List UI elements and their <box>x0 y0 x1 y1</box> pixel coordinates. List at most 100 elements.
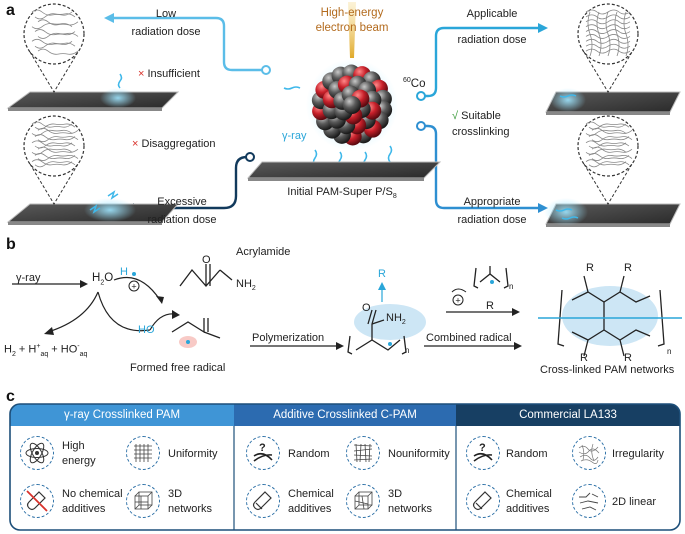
slab-top-left <box>6 91 180 111</box>
polymer-chain <box>37 32 79 39</box>
polymer-chain <box>37 154 79 161</box>
electron-beam <box>348 2 356 58</box>
c1-no-chemical: No chemical <box>62 488 123 500</box>
slab-initial <box>246 161 442 181</box>
polymer-chain <box>31 23 73 30</box>
header-la133: Commercial LA133 <box>519 409 617 421</box>
polymer-chain <box>588 153 630 160</box>
c1-3d: 3D <box>168 488 183 500</box>
polymer-chain <box>585 48 631 54</box>
c3-irregularity: Irregularity <box>612 448 664 460</box>
polymer-chain <box>591 154 633 161</box>
c3-additives: additives <box>506 503 550 515</box>
polymer-chain <box>37 19 79 26</box>
3d-network-icon <box>126 484 160 518</box>
b-acryl-o: O <box>202 254 211 266</box>
c2-nouniformity: Nouniformity <box>388 448 450 460</box>
panel-a-graphics <box>6 2 681 227</box>
polymer-chain <box>585 140 627 147</box>
b-combined-radical: Combined radical <box>426 332 512 344</box>
polymer-chain <box>585 19 631 25</box>
b-water-label: H2O <box>92 272 114 287</box>
polymer-chain <box>31 121 73 128</box>
grid-uniform-icon <box>126 436 160 470</box>
panel-label-c: c <box>6 388 15 405</box>
irregular-icon <box>572 436 606 470</box>
header-gamma-pam: γ-ray Crosslinked PAM <box>63 409 181 421</box>
polymer-chain <box>31 38 73 45</box>
c1-additives: additives <box>62 503 106 515</box>
b-r-top: R <box>378 268 386 280</box>
b-products: H2 + H+aq + HO-aq <box>4 343 88 358</box>
polymer-chain <box>585 14 631 20</box>
no-additive-icon <box>20 484 54 518</box>
crosslink-chain <box>623 11 629 57</box>
b-formed-radical: Formed free radical <box>130 362 226 374</box>
insufficient-label: × Insufficient <box>138 68 200 80</box>
appropriate-dose-arrow <box>424 124 540 210</box>
c2-networks: networks <box>388 503 433 515</box>
b-poly-n: n <box>405 346 410 355</box>
polymer-chain <box>591 136 633 143</box>
svg-text:+: + <box>455 296 460 306</box>
polymer-chain <box>585 38 631 44</box>
beam-label-2: electron beam <box>315 22 389 34</box>
panel-label-b: b <box>6 236 16 253</box>
low-dose-label-1: Low <box>155 8 177 20</box>
c3-random: Random <box>506 448 548 460</box>
b-acryl-nh2: NH2 <box>236 278 256 293</box>
b-ho-radical: HO <box>138 324 155 336</box>
beam-label-1: High-energy <box>320 7 384 19</box>
applicable-dose-label-2: radiation dose <box>457 34 527 46</box>
c1-energy: energy <box>62 455 96 467</box>
polymer-chain <box>585 121 627 128</box>
c2-additives: additives <box>288 503 332 515</box>
crosslink-chain <box>587 11 593 57</box>
polymer-chain <box>34 13 76 20</box>
polymer-chain <box>37 48 79 55</box>
polymer-chain <box>31 140 73 147</box>
linear-icon <box>572 484 606 518</box>
polymer-chain <box>585 159 627 166</box>
polymer-chain <box>34 134 76 141</box>
initial-slab-label: Initial PAM-Super P/S8 <box>287 186 397 201</box>
excessive-dose-label-1: Excessive <box>157 196 207 208</box>
applicable-dose-arrow <box>424 26 540 98</box>
excessive-dose-arrow <box>132 155 248 210</box>
c3-2d-linear: 2D linear <box>612 496 657 508</box>
chemical-icon <box>466 484 500 518</box>
suitable-label-2: crosslinking <box>452 126 510 138</box>
polymer-chain <box>34 153 76 160</box>
polymer-chain <box>34 161 76 168</box>
c1-networks: networks <box>168 503 213 515</box>
b-networks-label: Cross-linked PAM networks <box>540 364 675 376</box>
panel-label-a: a <box>6 2 15 19</box>
header-c-pam: Additive Crosslinked C-PAM <box>273 409 417 421</box>
b-acrylamide-label: Acrylamide <box>236 246 291 258</box>
low-dose-label-2: radiation dose <box>131 26 201 38</box>
panel-c-table-frame <box>9 403 681 531</box>
panel-b-scheme: + + <box>12 264 682 357</box>
c1-high: High <box>62 440 85 452</box>
polymer-chain <box>591 127 633 134</box>
b-gamma-label: γ-ray <box>16 272 41 284</box>
b-net-r4: R <box>624 352 632 364</box>
svg-text:?: ? <box>479 442 486 454</box>
cobalt-60-sphere <box>306 59 398 151</box>
polymer-chain <box>31 159 73 166</box>
b-net-r2: R <box>624 262 632 274</box>
c2-3d: 3D <box>388 488 403 500</box>
appropriate-dose-label-1: Appropriate <box>463 196 521 208</box>
polymer-chain <box>37 136 79 143</box>
random-icon: ? <box>466 436 500 470</box>
polymer-chain <box>591 146 633 153</box>
suitable-label-1: √ Suitable <box>452 110 501 122</box>
slab-glows <box>84 88 588 226</box>
c3-chemical: Chemical <box>506 488 552 500</box>
crosslink-chain <box>605 11 611 57</box>
polymer-chain <box>585 29 631 34</box>
svg-text:?: ? <box>259 442 266 454</box>
b-net-r1: R <box>586 262 594 274</box>
crosslink-chain <box>614 11 620 57</box>
polymer-chain <box>37 146 79 153</box>
